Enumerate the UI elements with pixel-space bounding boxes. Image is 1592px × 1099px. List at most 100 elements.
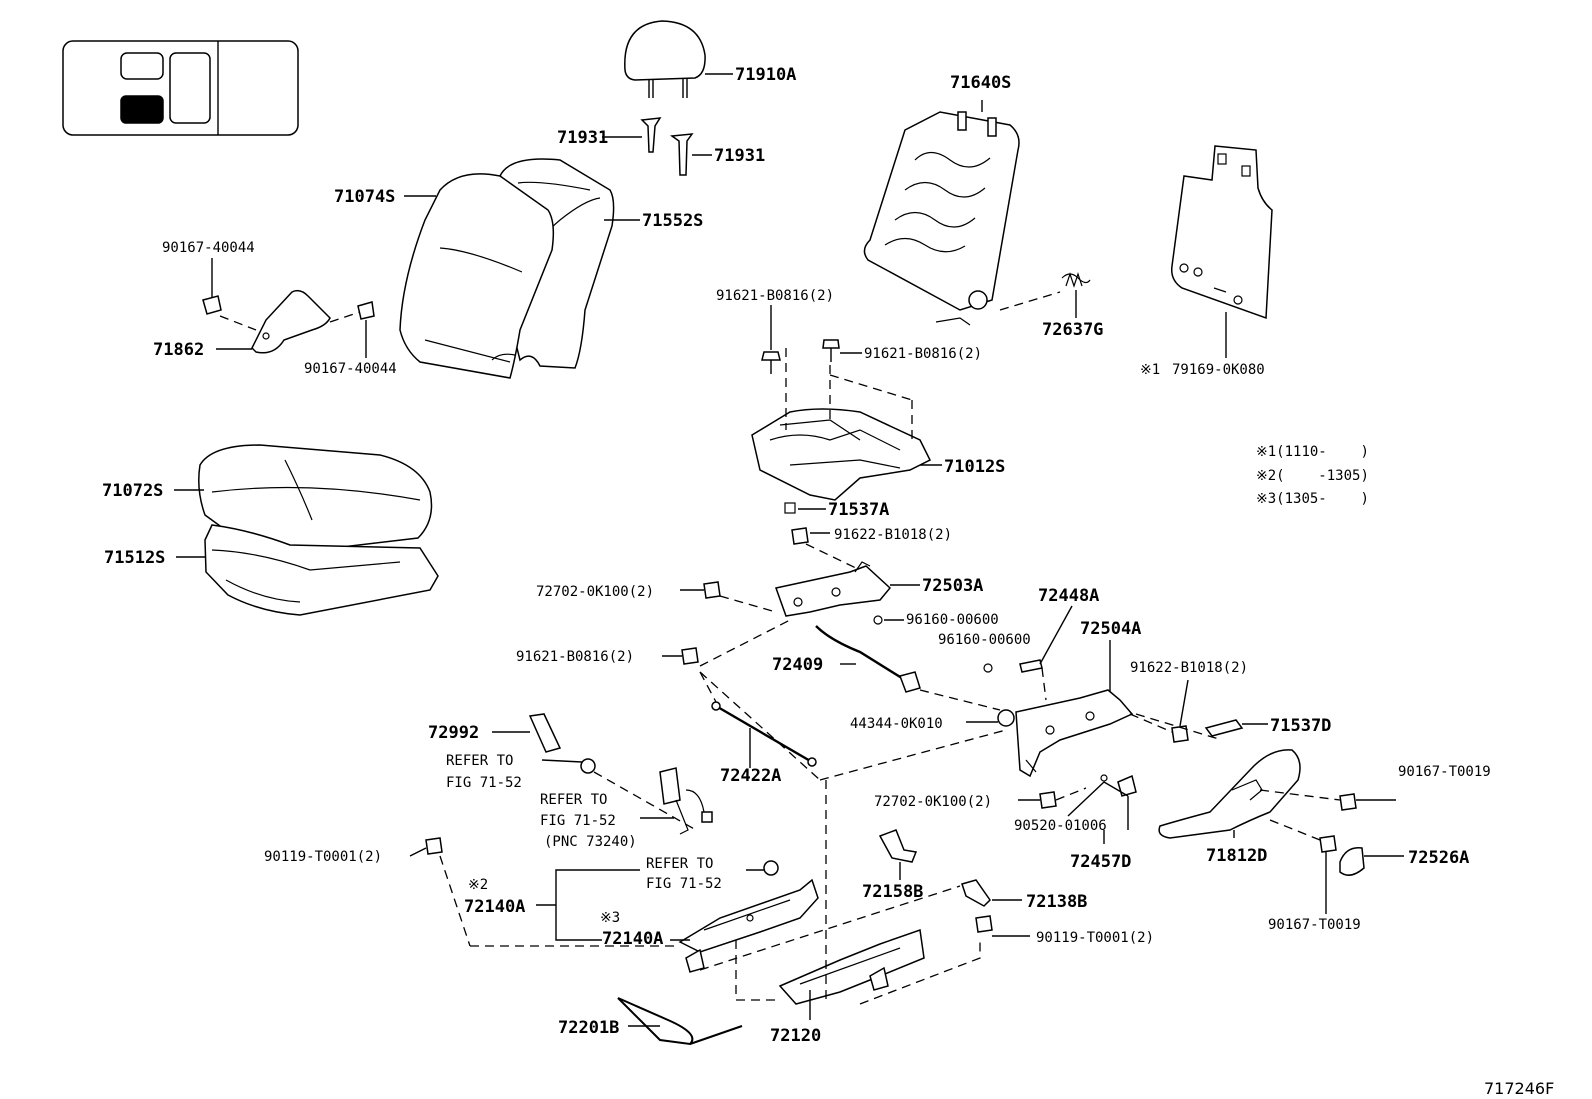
- knob-icon: [1339, 847, 1365, 876]
- refer-figure-label: FIG 71-52: [540, 813, 616, 829]
- part-label-91622-B1018: 91622-B1018(2): [1130, 660, 1248, 676]
- part-label-71072S: 71072S: [102, 481, 163, 501]
- seatback-pad-part: [399, 173, 555, 379]
- part-label-90119-T0001: 90119-T0001(2): [264, 849, 382, 865]
- washer-icon: [983, 663, 993, 673]
- part-label-71512S: 71512S: [104, 548, 165, 568]
- part-label-72422A: 72422A: [720, 766, 781, 786]
- part-label-72504A: 72504A: [1080, 619, 1141, 639]
- part-label-71537D: 71537D: [1270, 716, 1331, 736]
- pin-icon: [1019, 659, 1043, 673]
- bolt-icon: [425, 837, 443, 855]
- part-label-71074S: 71074S: [334, 187, 395, 207]
- washer-icon: [1100, 774, 1108, 782]
- note-mark: ※1: [1140, 362, 1160, 378]
- note-mark-2: ※2: [468, 877, 488, 893]
- clip-part: [878, 829, 918, 863]
- refer-label: REFER TO: [540, 792, 607, 808]
- seat-track-part: [678, 878, 819, 973]
- grommet-icon: [763, 860, 779, 876]
- part-label-72702-0K100: 72702-0K100(2): [874, 794, 992, 810]
- figure-id: 717246F: [1484, 1079, 1554, 1098]
- part-label-90119-T0001: 90119-T0001(2): [1036, 930, 1154, 946]
- part-label-91621-B0816: 91621-B0816(2): [516, 649, 634, 665]
- lever-cover-part: [1158, 749, 1301, 839]
- part-label-72457D: 72457D: [1070, 852, 1131, 872]
- pad-icon: [1204, 719, 1244, 737]
- part-label-72448A: 72448A: [1038, 586, 1099, 606]
- bolt-icon: [681, 647, 699, 665]
- part-label-71552S: 71552S: [642, 211, 703, 231]
- bolt-icon: [1319, 835, 1337, 853]
- part-label-71640S: 71640S: [950, 73, 1011, 93]
- refer-label: REFER TO: [446, 753, 513, 769]
- part-label-90167-40044: 90167-40044: [304, 361, 397, 377]
- part-label-96160-00600: 96160-00600: [938, 632, 1031, 648]
- cushion-frame-part: [751, 408, 932, 501]
- seat-track-part: [778, 928, 925, 1005]
- part-label-91621-B0816: 91621-B0816(2): [864, 346, 982, 362]
- pad-small-icon: [784, 502, 796, 514]
- refer-pnc-label: (PNC 73240): [544, 834, 637, 850]
- part-label-90167-T0019: 90167-T0019: [1268, 917, 1361, 933]
- bolt-icon: [202, 295, 375, 320]
- part-label-72702-0K100: 72702-0K100(2): [536, 584, 654, 600]
- part-label-96160-00600: 96160-00600: [906, 612, 999, 628]
- note-line-3: ※3(1305- ): [1256, 491, 1369, 507]
- recliner-adjuster-part: [775, 561, 892, 617]
- headrest-part: [624, 20, 706, 98]
- seat-cushion-cover-part: [198, 444, 433, 553]
- part-label-90520-01006: 90520-01006: [1014, 818, 1107, 834]
- part-label-72201B: 72201B: [558, 1018, 619, 1038]
- part-label-72158B: 72158B: [862, 882, 923, 902]
- bracket-part: [528, 713, 562, 753]
- headrest-guide-part: [640, 117, 694, 176]
- part-label-71862: 71862: [153, 340, 204, 360]
- part-label-72409: 72409: [772, 655, 823, 675]
- note-line-2: ※2( -1305): [1256, 468, 1369, 484]
- spring-part: [1061, 272, 1091, 288]
- part-label-72140A: 72140A: [602, 929, 663, 949]
- rod-part: [815, 625, 921, 693]
- part-label-91622-B1018: 91622-B1018(2): [834, 527, 952, 543]
- part-label-71537A: 71537A: [828, 500, 889, 520]
- bolt-icon: [1039, 791, 1057, 809]
- bolt-icon: [703, 581, 721, 599]
- seat-locator-icon: [62, 40, 299, 136]
- recliner-adjuster-part: [997, 689, 1134, 778]
- refer-label: REFER TO: [646, 856, 713, 872]
- part-label-71931: 71931: [714, 146, 765, 166]
- refer-figure-label: FIG 71-52: [446, 775, 522, 791]
- bolt-icon: [1171, 725, 1189, 743]
- part-label-72992: 72992: [428, 723, 479, 743]
- refer-figure-label: FIG 71-52: [646, 876, 722, 892]
- part-label-71812D: 71812D: [1206, 846, 1267, 866]
- part-label-72138B: 72138B: [1026, 892, 1087, 912]
- seatbelt-buckle-part: [659, 767, 713, 835]
- part-label-72526A: 72526A: [1408, 848, 1469, 868]
- grommet-icon: [580, 758, 596, 774]
- seatback-frame-part: [863, 111, 1020, 326]
- part-label-71012S: 71012S: [944, 457, 1005, 477]
- part-label-90167-T0019: 90167-T0019: [1398, 764, 1491, 780]
- part-label-72503A: 72503A: [922, 576, 983, 596]
- part-label-44344-0K010: 44344-0K010: [850, 716, 943, 732]
- part-label-90167-40044: 90167-40044: [162, 240, 255, 256]
- rod-part: [711, 701, 817, 767]
- bolt-icon: [791, 527, 809, 545]
- part-label-72637G: 72637G: [1042, 320, 1103, 340]
- side-cover-part: [251, 289, 331, 354]
- part-label-71910A: 71910A: [735, 65, 796, 85]
- part-label-91621-B0816: 91621-B0816(2): [716, 288, 834, 304]
- note-line-1: ※1(1110- ): [1256, 444, 1369, 460]
- washer-icon: [873, 615, 883, 625]
- bolt-icon: [975, 915, 993, 933]
- part-label-79169-0K080: 79169-0K080: [1172, 362, 1265, 378]
- part-label-72140A: 72140A: [464, 897, 525, 917]
- seat-cushion-pad-part: [204, 524, 439, 616]
- part-label-72120: 72120: [770, 1026, 821, 1046]
- nut-icon: [1117, 774, 1137, 797]
- clip-part: [961, 879, 991, 907]
- back-board-part: [1170, 145, 1273, 320]
